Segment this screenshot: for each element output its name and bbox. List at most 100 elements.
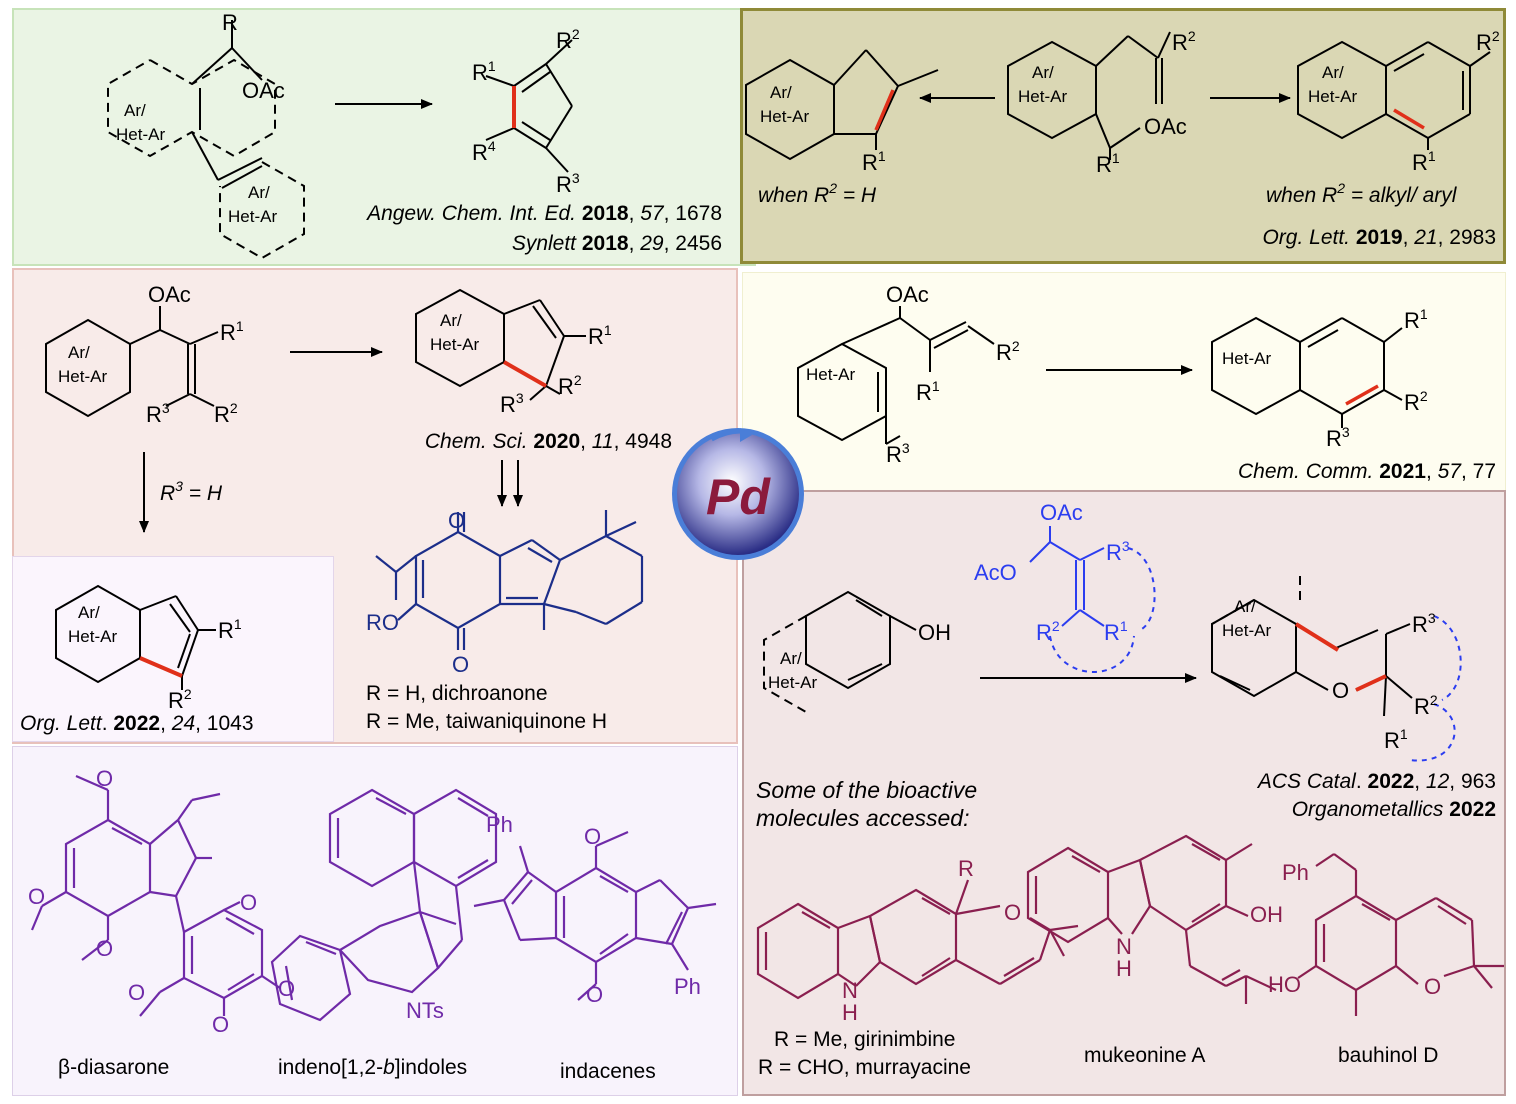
mukeonine-label: mukeonine A bbox=[1084, 1044, 1205, 1067]
indacene-ph-2: Ph bbox=[674, 974, 701, 999]
diasarone-o-4: O bbox=[96, 936, 113, 961]
mauve-reagent-r1: R1 bbox=[1104, 618, 1128, 645]
yellow-prod-r3: R3 bbox=[1326, 424, 1350, 451]
bauhinol-o: O bbox=[1424, 974, 1441, 999]
diasarone-o-2: O bbox=[96, 766, 113, 791]
indacene-label: indacenes bbox=[560, 1060, 656, 1083]
olive-right-r2: R2 bbox=[1476, 28, 1500, 55]
olive-right-new-bond bbox=[1393, 108, 1425, 130]
red-substrate bbox=[45, 306, 219, 418]
green-substrate-arhet-a: Ar/ bbox=[124, 101, 146, 120]
green-substrate-oac: OAc bbox=[242, 78, 285, 103]
violet-arhet-a: Ar/ bbox=[78, 603, 100, 622]
panel-yellow-naphthalene bbox=[742, 272, 1506, 492]
mauve-ref-2: Organometallics 2022 bbox=[1292, 798, 1496, 821]
pd-arrow-head-icon bbox=[740, 428, 752, 442]
mauve-prod-o: O bbox=[1332, 678, 1349, 703]
olive-cond-right: when R2 = alkyl/ aryl bbox=[1266, 180, 1458, 207]
pd-arrow-arc-icon bbox=[711, 430, 741, 442]
red-prod-r1: R1 bbox=[588, 322, 612, 349]
olive-left-new-bond bbox=[874, 89, 895, 131]
olive-sub-arhet-b: Het-Ar bbox=[1018, 87, 1067, 106]
red-sub-r2: R2 bbox=[214, 400, 238, 427]
mauve-oh: OH bbox=[918, 620, 951, 645]
green-substrate-r: R bbox=[222, 10, 238, 35]
mauve-prod-arhet-a: Ar/ bbox=[1234, 597, 1256, 616]
diasarone-o-1: O bbox=[240, 890, 257, 915]
mauve-phenol-arhet-b: Het-Ar bbox=[768, 673, 817, 692]
mauve-reagent-r2: R2 bbox=[1036, 618, 1060, 645]
violet-product bbox=[55, 584, 216, 690]
red-np-ro: RO bbox=[366, 610, 399, 635]
mauve-reagent-aco: AcO bbox=[974, 560, 1017, 585]
red-sub-r3: R3 bbox=[146, 400, 170, 427]
violet-r2: R2 bbox=[168, 686, 192, 713]
green-product bbox=[485, 39, 573, 173]
panel-green-cyclopentadiene bbox=[12, 8, 756, 266]
red-prod-r2: R2 bbox=[558, 372, 582, 399]
violet-r1: R1 bbox=[218, 616, 242, 643]
girinimbine-label-2: R = CHO, murrayacine bbox=[758, 1056, 971, 1079]
violet-arhet-b: Het-Ar bbox=[68, 627, 117, 646]
diasarone-structure bbox=[30, 774, 281, 1017]
bauhinol-ho: HO bbox=[1268, 972, 1301, 997]
yellow-prod-r2: R2 bbox=[1404, 388, 1428, 415]
red-natural-product bbox=[375, 510, 644, 650]
red-sub-r1: R1 bbox=[220, 318, 244, 345]
indenoindole-label: indeno[1,2-b]indoles bbox=[278, 1056, 467, 1079]
yellow-prod-r1: R1 bbox=[1404, 306, 1428, 333]
mukeonine-oh: OH bbox=[1250, 902, 1283, 927]
olive-left-arhet-a: Ar/ bbox=[770, 83, 792, 102]
diasarone-o-7: O bbox=[212, 1012, 229, 1037]
indenoindole-nts: NTs bbox=[406, 998, 444, 1023]
red-product bbox=[415, 288, 586, 401]
red-np-name-1: R = H, dichroanone bbox=[366, 682, 548, 705]
green-substrate-arhet-c: Ar/ bbox=[248, 183, 270, 202]
mauve-prod-arhet-b: Het-Ar bbox=[1222, 621, 1271, 640]
red-sub-arhet-b: Het-Ar bbox=[58, 367, 107, 386]
olive-cond-left: when R2 = H bbox=[758, 180, 877, 207]
green-r1: R1 bbox=[472, 58, 496, 85]
yellow-sub-r1: R1 bbox=[916, 378, 940, 405]
green-r2: R2 bbox=[556, 26, 580, 53]
indacene-structure bbox=[473, 830, 717, 1001]
yellow-ref: Chem. Comm. 2021, 57, 77 bbox=[1238, 460, 1496, 483]
yellow-sub-r3: R3 bbox=[886, 440, 910, 467]
pd-label: Pd bbox=[706, 469, 771, 525]
olive-left-product bbox=[745, 49, 939, 161]
mauve-prod-r3: R3 bbox=[1412, 610, 1436, 637]
mukeonine-h: H bbox=[1116, 956, 1132, 981]
green-substrate-arhet-d: Het-Ar bbox=[228, 207, 277, 226]
girinimbine-h: H bbox=[842, 1000, 858, 1025]
mauve-reagent bbox=[1029, 526, 1156, 673]
girinimbine-structure bbox=[756, 879, 1079, 1000]
diasarone-o-3: O bbox=[28, 884, 45, 909]
mukeonine-n: N bbox=[1116, 934, 1132, 959]
panel-mauve-chromene bbox=[742, 490, 1506, 1096]
yellow-sub-oac: OAc bbox=[886, 282, 929, 307]
green-substrate bbox=[107, 20, 305, 260]
olive-right-arhet-b: Het-Ar bbox=[1308, 87, 1357, 106]
red-prod-arhet-b: Het-Ar bbox=[430, 335, 479, 354]
mauve-phenol bbox=[763, 590, 917, 713]
olive-left-r1: R1 bbox=[862, 148, 886, 175]
red-product-new-bond bbox=[503, 360, 547, 388]
yellow-sub-hetar: Het-Ar bbox=[806, 365, 855, 384]
red-prod-arhet-a: Ar/ bbox=[440, 311, 462, 330]
mauve-new-co-bond bbox=[1355, 674, 1387, 692]
yellow-sub-r2: R2 bbox=[996, 338, 1020, 365]
green-substrate-arhet-b: Het-Ar bbox=[116, 125, 165, 144]
indenoindole-structure bbox=[270, 788, 498, 1022]
mauve-prod-r1: R1 bbox=[1384, 726, 1408, 753]
red-sub-oac: OAc bbox=[148, 282, 191, 307]
mauve-ref-1: ACS Catal. 2022, 12, 963 bbox=[1256, 770, 1496, 793]
olive-right-r1: R1 bbox=[1412, 148, 1436, 175]
mauve-reagent-r3: R3 bbox=[1106, 538, 1130, 565]
olive-ref: Org. Lett. 2019, 21, 2983 bbox=[1262, 226, 1496, 249]
red-sub-arhet-a: Ar/ bbox=[68, 343, 90, 362]
indacene-o-2: O bbox=[586, 982, 603, 1007]
red-prod-r3: R3 bbox=[500, 390, 524, 417]
mauve-bioactive-2: molecules accessed: bbox=[756, 805, 970, 831]
indacene-o-1: O bbox=[584, 824, 601, 849]
